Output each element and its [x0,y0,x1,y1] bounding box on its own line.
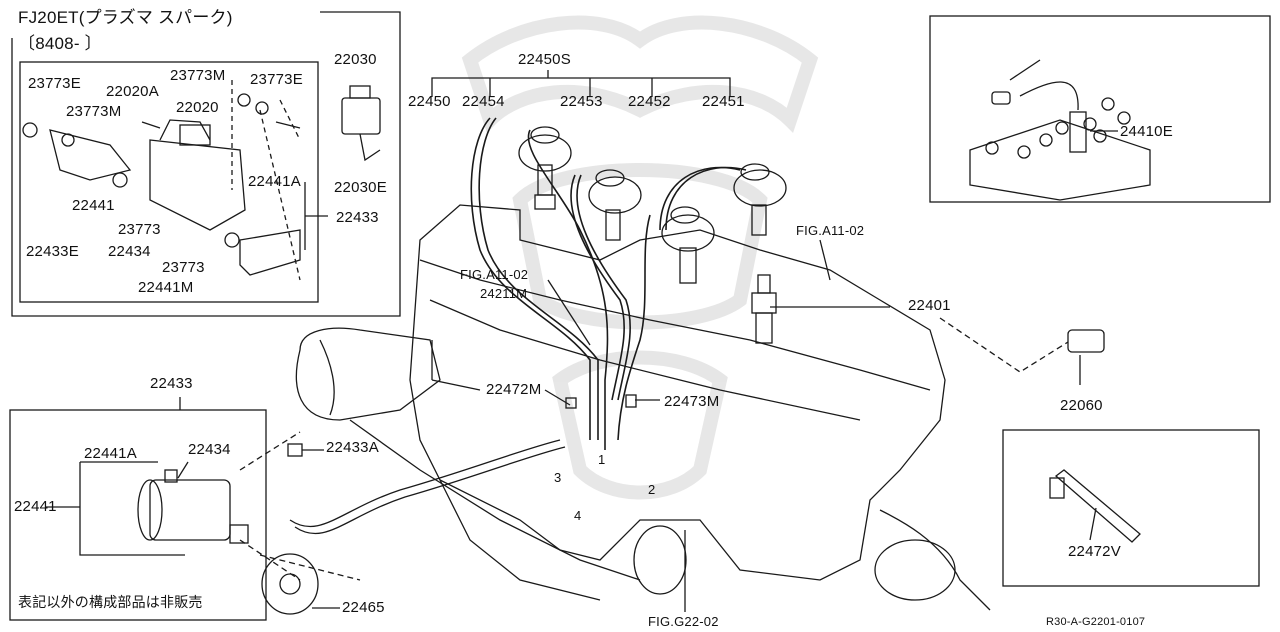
fig-g22-02: FIG.G22-02 [648,614,719,629]
cylinder-4: 4 [574,508,582,523]
part-22020A: 22020A [106,83,159,100]
plug-caps [518,126,787,284]
fig-a11-02-mid: FIG.A11-02 [460,267,529,282]
part-22452: 22452 [628,93,671,110]
part-22450: 22450 [408,93,451,110]
ignition-unit-22030 [341,85,381,162]
part-22401: 22401 [908,297,951,314]
coil-pack-top [22,80,328,281]
part-24410E: 24410E [1120,123,1173,140]
part-22472M: 22472M [486,381,542,398]
part-22472V: 22472V [1068,543,1121,560]
part-22465: 22465 [342,599,385,616]
part-22451: 22451 [702,93,745,110]
part-23773M-left: 23773M [66,103,122,120]
part-23773M-right: 23773M [170,67,226,84]
part-22453: 22453 [560,93,603,110]
part-22434-top: 22434 [108,243,151,260]
bracket-22450S [431,70,731,97]
part-22030E: 22030E [334,179,387,196]
inset-box-battery [929,15,1271,203]
part-22441M-top: 22441M [138,279,194,296]
cylinder-1: 1 [598,452,606,467]
part-22441-bottom: 22441 [14,498,57,515]
part-22433-bottom: 22433 [150,375,193,392]
part-22454: 22454 [462,93,505,110]
fig-a11-02-right: FIG.A11-02 [796,223,865,238]
inset-box-clamp [1002,429,1260,587]
coil-bottom [45,397,301,581]
inset-box-top-left [11,11,401,317]
sensor-22060 [939,317,1105,385]
part-23773E-left: 23773E [28,75,81,92]
part-22433E: 22433E [26,243,79,260]
part-23773E-right: 23773E [250,71,303,88]
part-22441A-bottom: 22441A [84,445,137,462]
rotor-22465 [259,553,361,615]
part-22433-top: 22433 [336,209,379,226]
part-24211M: 24211M [480,286,528,301]
engine-block [295,204,991,611]
part-22433A: 22433A [326,439,379,456]
engine-title: FJ20ET(プラズマ スパーク) [18,8,233,27]
part-22473M: 22473M [664,393,720,410]
part-22020: 22020 [176,99,219,116]
ground-wire-22433A [287,439,566,535]
plug-wires [470,117,747,450]
part-23773-b: 23773 [162,259,205,276]
watermark-logo [461,15,819,500]
cylinder-2: 2 [648,482,656,497]
clamp-22472V [1049,469,1141,543]
part-22441A-top: 22441A [248,173,301,190]
harness-clips [565,394,637,409]
date-range: 〔8408- 〕 [18,34,102,53]
part-22441-top: 22441 [72,197,115,214]
part-22434-bottom: 22434 [188,441,231,458]
inset-box-coil [9,409,267,621]
not-for-sale-note: 表記以外の構成部品は非販売 [18,594,203,610]
drawing-code: R30-A-G2201-0107 [1046,616,1146,628]
cylinder-3: 3 [554,470,562,485]
part-22060: 22060 [1060,397,1103,414]
battery [969,59,1151,201]
part-22450S: 22450S [518,51,571,68]
part-23773-a: 23773 [118,221,161,238]
spark-plug [751,274,890,344]
part-22030: 22030 [334,51,377,68]
